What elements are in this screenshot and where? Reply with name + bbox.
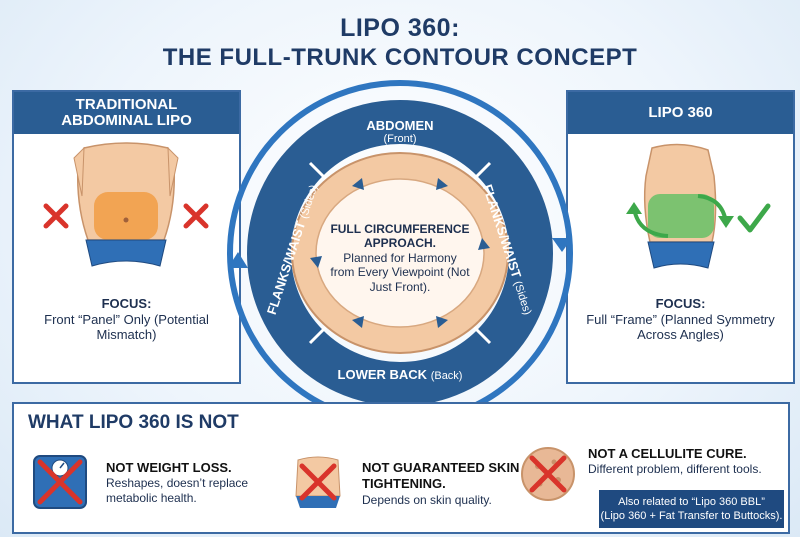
not-item: NOT A CELLULITE CURE. Different problem,… [588,446,762,477]
front-torso-figure [43,142,209,267]
traditional-focus: FOCUS: Front “Panel” Only (Potential Mis… [44,296,209,343]
section-title: WHAT LIPO 360 IS NOT [28,412,239,433]
traditional-lipo-panel: TRADITIONAL ABDOMINAL LIPO FOCUS: Front … [12,90,241,384]
not-item: NOT WEIGHT LOSS. Reshapes, doesn’t repla… [106,460,249,506]
traditional-lipo-header: TRADITIONAL ABDOMINAL LIPO [14,92,239,134]
lipo360-panel: LIPO 360 FOCUS: Full “Frame” (Planned Sy… [566,90,795,384]
ring-label-flanks-left: FLANKS/WAIST (Sides) [263,183,321,317]
related-bbl-note: Also related to “Lipo 360 BBL” (Lipo 360… [599,490,784,528]
side-torso-figure [626,143,771,269]
bathroom-scale-icon [33,455,87,509]
page-subtitle: THE FULL-TRUNK CONTOUR CONCEPT [162,44,638,71]
cellulite-icon [521,447,575,501]
page-title: LIPO 360: [340,14,460,42]
ring-center-text: FULL CIRCUMFERENCE APPROACH. Planned for… [330,222,470,294]
red-x-icon [183,203,209,229]
treated-zone-green [648,194,714,238]
green-check-icon [737,203,771,233]
ring-label-lower-back: LOWER BACK (Back) [337,367,463,382]
ring-label-flanks-right: FLANKS/WAIST (Sides) [479,182,534,317]
lipo360-focus: FOCUS: Full “Frame” (Planned Symmetry Ac… [586,296,775,343]
red-x-icon [43,203,69,229]
what-lipo360-is-not-panel: WHAT LIPO 360 IS NOT NOT WEIGHT LOSS. Re… [12,402,790,534]
loose-skin-icon [295,456,341,508]
not-item: NOT GUARANTEED SKIN TIGHTENING. Depends … [362,460,520,507]
treated-zone-orange [94,192,158,240]
lipo360-header: LIPO 360 [568,92,793,134]
ring-label-abdomen: ABDOMEN (Front) [366,118,434,145]
